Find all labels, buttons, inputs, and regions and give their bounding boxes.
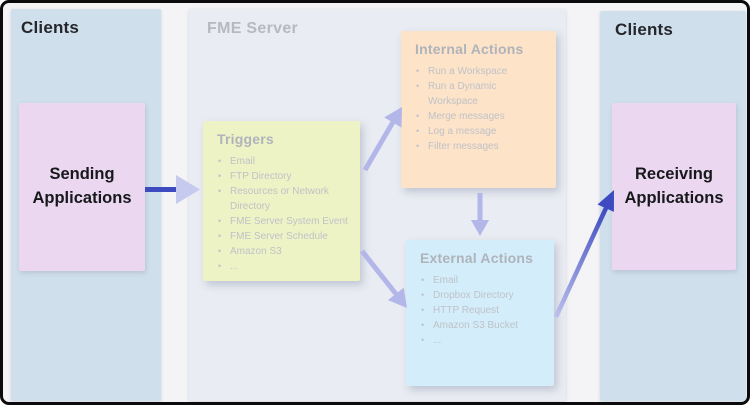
list-item: Amazon S3	[217, 244, 350, 259]
list-item: FME Server Schedule	[217, 229, 350, 244]
internal-actions-title: Internal Actions	[415, 41, 524, 57]
list-item: Run a Dynamic Workspace	[415, 79, 546, 109]
list-item: ...	[217, 259, 350, 274]
list-item: Merge messages	[415, 109, 546, 124]
triggers-title: Triggers	[217, 131, 274, 147]
list-item: ...	[420, 333, 544, 348]
external-actions-title: External Actions	[420, 250, 534, 266]
fme-server-heading: FME Server	[207, 20, 299, 37]
list-item: Run a Workspace	[415, 64, 546, 79]
internal-actions-box: Internal Actions Run a WorkspaceRun a Dy…	[401, 31, 556, 188]
external-actions-box: External Actions EmailDropbox DirectoryH…	[406, 240, 554, 386]
external-actions-list: EmailDropbox DirectoryHTTP RequestAmazon…	[420, 273, 544, 348]
list-item: Email	[420, 273, 544, 288]
list-item: Dropbox Directory	[420, 288, 544, 303]
internal-actions-list: Run a WorkspaceRun a Dynamic WorkspaceMe…	[415, 64, 546, 154]
triggers-box: Triggers EmailFTP DirectoryResources or …	[203, 121, 360, 281]
list-item: Resources or Network Directory	[217, 184, 350, 214]
receiving-applications-label: Receiving Applications	[624, 164, 724, 207]
list-item: HTTP Request	[420, 303, 544, 318]
receiving-applications-box: Receiving Applications	[612, 103, 736, 270]
list-item: Email	[217, 154, 350, 169]
list-item: Filter messages	[415, 139, 546, 154]
triggers-list: EmailFTP DirectoryResources or Network D…	[217, 154, 350, 274]
list-item: Amazon S3 Bucket	[420, 318, 544, 333]
sending-applications-box: Sending Applications	[19, 103, 145, 271]
sending-applications-label: Sending Applications	[32, 165, 132, 207]
clients-left-heading: Clients	[21, 18, 80, 37]
list-item: Log a message	[415, 124, 546, 139]
clients-right-heading: Clients	[615, 20, 674, 39]
list-item: FTP Directory	[217, 169, 350, 184]
list-item: FME Server System Event	[217, 214, 350, 229]
